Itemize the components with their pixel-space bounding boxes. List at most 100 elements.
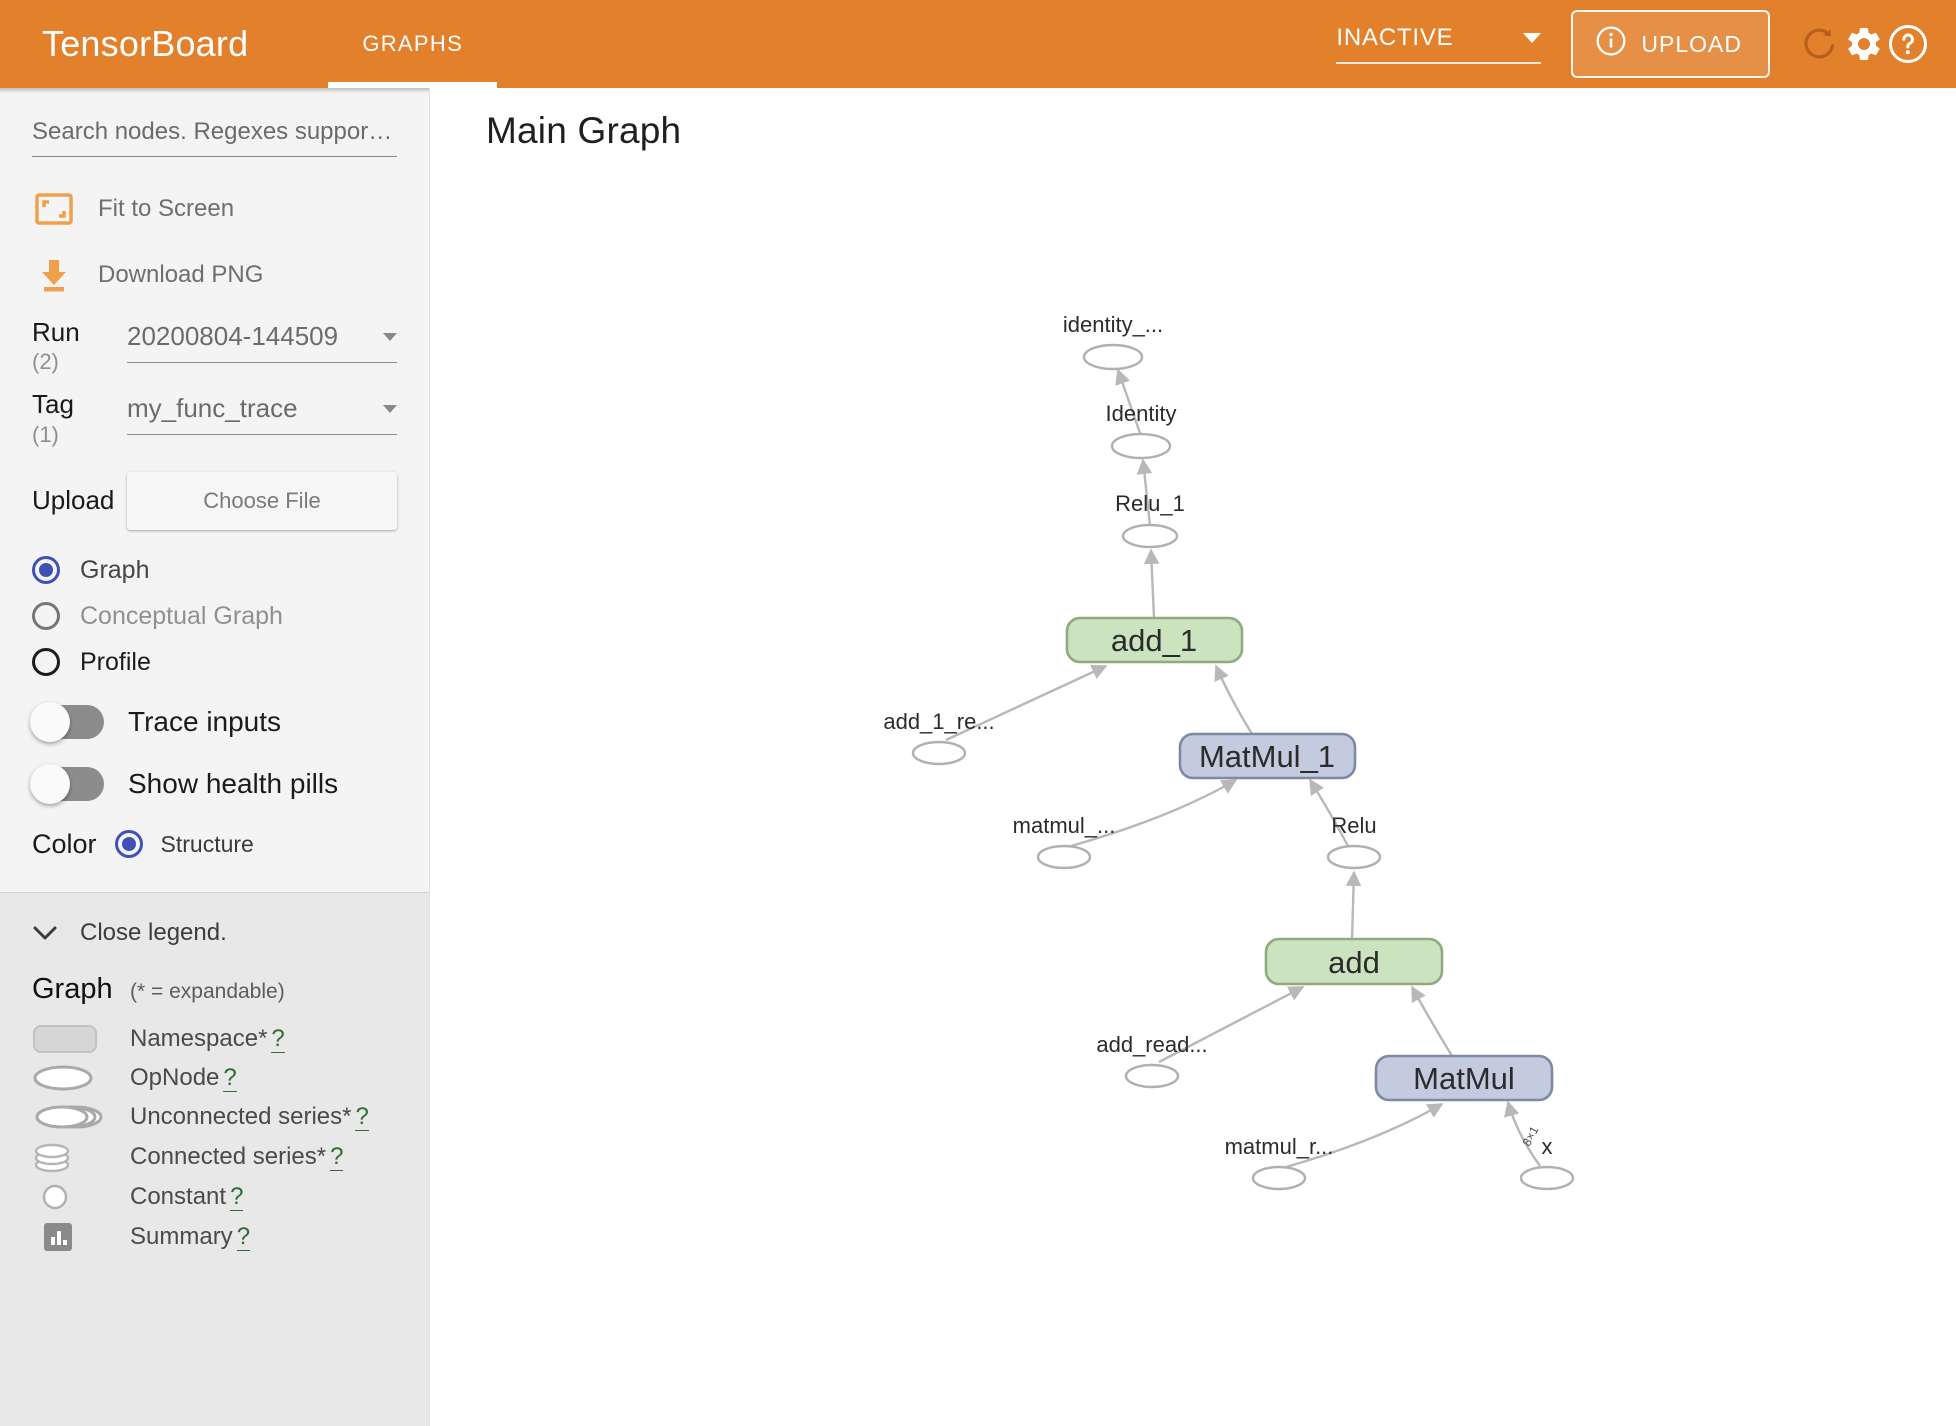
trace-inputs-label: Trace inputs (128, 705, 282, 737)
toggle-knob (30, 763, 70, 804)
op-node-matmul-1-read[interactable]: matmul_... (1013, 813, 1116, 870)
trace-inputs-toggle[interactable]: Trace inputs (30, 701, 397, 742)
op-node-add-read[interactable]: add_read... (1096, 1032, 1208, 1089)
legend-label-text: Summary (130, 1222, 233, 1250)
help-link[interactable]: ? (236, 1222, 251, 1251)
op-node-identity[interactable]: Identity (1106, 401, 1177, 460)
legend-label-summary: Summary? (130, 1222, 251, 1251)
help-link[interactable]: ? (330, 1142, 344, 1171)
header-actions: INACTIVE UPLOAD (1336, 10, 1930, 78)
run-dropdown[interactable]: 20200804-144509 (127, 319, 397, 363)
fit-to-screen-label: Fit to Screen (98, 195, 235, 222)
legend-label-text: Unconnected series* (130, 1102, 352, 1130)
op-node-x[interactable]: x (1519, 1134, 1575, 1191)
close-legend-button[interactable]: Close legend. (32, 919, 397, 947)
edge-identity-to-identity-out (1115, 368, 1143, 437)
show-health-pills-toggle[interactable]: Show health pills (30, 763, 397, 804)
edge-matmulread-to-matmul (1285, 1102, 1444, 1169)
op-node-label: Relu_1 (1115, 491, 1185, 516)
gear-icon[interactable] (1842, 22, 1886, 66)
op-node-label: Identity (1106, 401, 1177, 426)
help-icon[interactable] (1886, 22, 1930, 66)
help-link[interactable]: ? (271, 1024, 285, 1053)
edge-add1-to-relu1 (1143, 548, 1160, 619)
opnode-glyph-icon (32, 1063, 130, 1093)
op-node-label: Relu (1331, 813, 1376, 838)
tab-graphs[interactable]: GRAPHS (328, 0, 497, 88)
tag-dropdown[interactable]: my_func_trace (127, 391, 397, 436)
upload-button[interactable]: UPLOAD (1571, 10, 1770, 78)
help-link[interactable]: ? (223, 1063, 237, 1092)
sidebar-controls: Fit to Screen Download PNG Run (0, 88, 429, 892)
color-mode-row: Color Structure (32, 829, 397, 882)
legend-item-namespace: Namespace*? (32, 1024, 397, 1054)
reload-icon[interactable] (1798, 22, 1842, 66)
edge-label-x-to-matmul: 8×1 (1520, 1124, 1542, 1149)
edge-relu1-to-identity (1136, 458, 1153, 527)
choose-file-button[interactable]: Choose File (127, 471, 397, 530)
radio-profile-indicator (32, 648, 60, 677)
legend-label-constant: Constant? (130, 1182, 244, 1211)
color-label: Color (32, 828, 97, 859)
radio-profile[interactable]: Profile (32, 648, 397, 677)
radio-profile-label: Profile (80, 647, 151, 676)
box-node-matmul-1[interactable]: MatMul_1 (1178, 732, 1357, 780)
legend-item-constant: Constant? (32, 1182, 397, 1212)
search-input[interactable] (32, 116, 397, 157)
tag-selector-row: Tag (1) my_func_trace (32, 391, 397, 447)
legend-item-connected-series: Connected series*? (32, 1141, 397, 1173)
op-node-identity-out[interactable]: identity_... (1063, 312, 1163, 371)
upload-row: Upload Choose File (32, 471, 397, 530)
radio-structure-indicator[interactable] (114, 830, 143, 859)
help-link[interactable]: ? (355, 1102, 369, 1131)
box-node-matmul[interactable]: MatMul (1374, 1054, 1554, 1102)
download-png-button[interactable]: Download PNG (32, 253, 397, 297)
download-icon (32, 253, 76, 297)
close-legend-label: Close legend. (80, 918, 227, 946)
radio-conceptual-graph-indicator (32, 602, 60, 631)
fit-to-screen-button[interactable]: Fit to Screen (32, 187, 397, 231)
legend-label-text: Constant (130, 1182, 227, 1210)
run-selector-row: Run (2) 20200804-144509 (32, 318, 397, 373)
op-node-label: add_read... (1096, 1032, 1207, 1057)
op-node-add-1-read[interactable]: add_1_re... (883, 709, 995, 766)
legend-item-opnode: OpNode? (32, 1063, 397, 1093)
radio-graph[interactable]: Graph (32, 556, 397, 585)
run-value: 20200804-144509 (127, 321, 339, 351)
radio-graph-indicator (32, 556, 60, 585)
edge-add1read-to-add1 (945, 664, 1108, 742)
graph-canvas[interactable]: Main Graph (430, 88, 1956, 1426)
show-health-pills-label: Show health pills (128, 767, 339, 799)
help-link[interactable]: ? (230, 1182, 244, 1211)
edge-matmul1read-to-matmul1 (1070, 778, 1238, 848)
chevron-down-icon (383, 332, 397, 341)
app-header: TensorBoard GRAPHS INACTIVE UPLOAD (0, 0, 1956, 88)
control-sidebar: Fit to Screen Download PNG Run (0, 88, 430, 1426)
box-node-label: add (1328, 945, 1380, 980)
edge-relu-to-matmul1 (1308, 778, 1350, 847)
legend-title: Graph (32, 972, 113, 1005)
tag-label: Tag (1) (32, 391, 127, 447)
box-node-add[interactable]: add (1264, 937, 1444, 986)
unconnected-series-glyph-icon (32, 1102, 130, 1132)
legend-label-namespace: Namespace*? (130, 1024, 285, 1053)
legend-header: Graph (* = expandable) (32, 973, 397, 1006)
box-node-add-1[interactable]: add_1 (1065, 616, 1244, 664)
op-node-matmul-read[interactable]: matmul_r... (1225, 1134, 1334, 1191)
radio-conceptual-graph-label: Conceptual Graph (80, 601, 283, 630)
trace-inputs-switch (30, 701, 104, 742)
graph-edges (945, 368, 1541, 1169)
legend-label-text: Connected series* (130, 1142, 327, 1170)
legend-item-summary: Summary? (32, 1221, 397, 1253)
run-status-label: INACTIVE (1336, 24, 1454, 51)
graph-legend: Close legend. Graph (* = expandable) Nam… (0, 891, 429, 1426)
show-health-pills-switch (30, 763, 104, 804)
run-status-dropdown[interactable]: INACTIVE (1336, 24, 1542, 64)
op-node-relu-1[interactable]: Relu_1 (1115, 491, 1185, 549)
tag-count: (1) (32, 421, 59, 447)
upload-label: Upload (32, 485, 115, 516)
op-node-relu[interactable]: Relu (1326, 813, 1382, 870)
radio-conceptual-graph[interactable]: Conceptual Graph (32, 602, 397, 631)
app-brand: TensorBoard (42, 23, 249, 64)
